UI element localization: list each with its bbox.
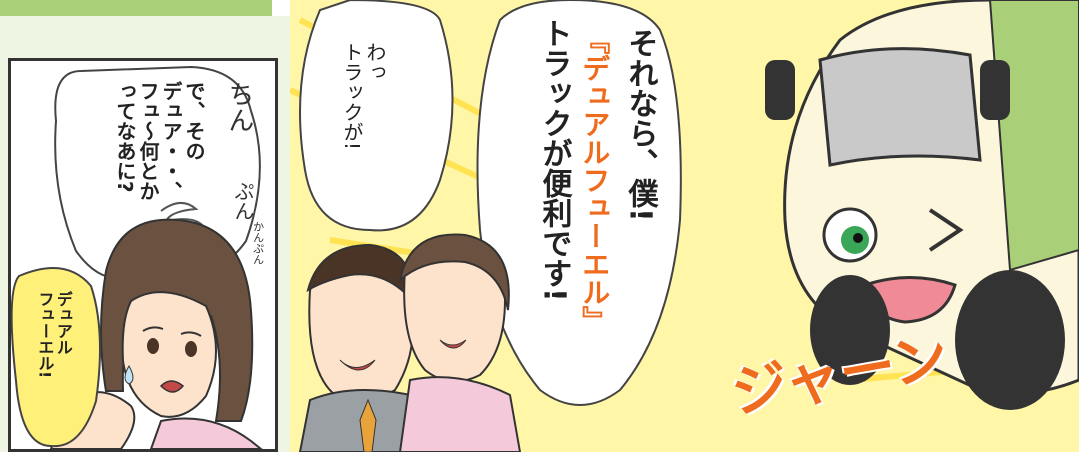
- main-speech-line-3: トラックが便利です!: [536, 18, 572, 302]
- header-bar: [0, 0, 272, 16]
- comic-panel-right: わっ トラックが! それなら、僕! 『デュアルフューエル』 トラックが便利です!…: [290, 0, 1079, 452]
- woman-illustration: [11, 65, 263, 449]
- truck-scene-illustration: [290, 0, 1079, 452]
- sfx-spin2-text: ぷん: [231, 181, 255, 221]
- yellow-reply-text: デュアル フューエル!: [35, 291, 73, 379]
- main-speech-line-1: それなら、僕!: [622, 28, 658, 222]
- left-speech-bubble-text: で、その デュア・・、 フュ～何とか ってなあに?: [113, 81, 206, 201]
- sfx-small-text: かんぷん: [251, 221, 265, 265]
- sfx-spin-text: ちん: [223, 81, 254, 133]
- comic-panel-left: で、その デュア・・、 フュ～何とか ってなあに? ちん ぷん かんぷん デュア…: [8, 58, 278, 452]
- small-speech-text: わっ トラックが!: [340, 42, 387, 151]
- main-speech-line-2: 『デュアルフューエル』: [578, 26, 612, 334]
